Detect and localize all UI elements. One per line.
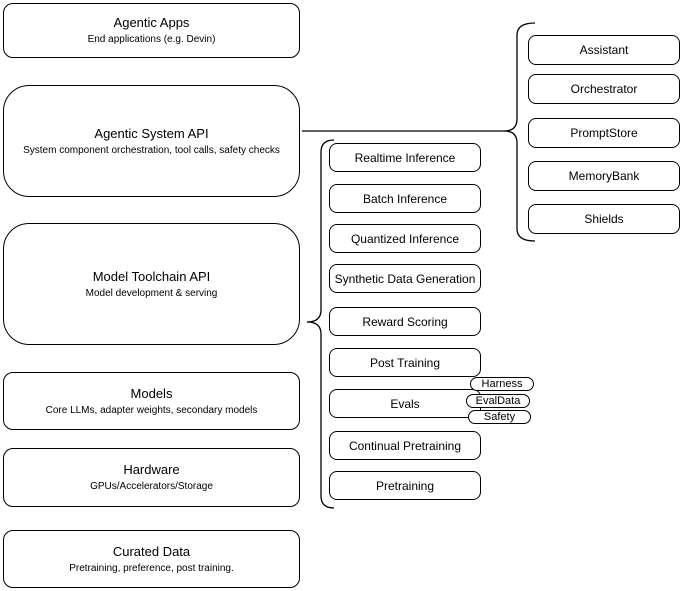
node-reward-scoring: Reward Scoring xyxy=(329,307,481,336)
node-shields: Shields xyxy=(528,204,680,234)
node-subtitle: System component orchestration, tool cal… xyxy=(23,144,280,156)
node-quantized-inference: Quantized Inference xyxy=(329,224,481,253)
node-subtitle: End applications (e.g. Devin) xyxy=(87,34,216,45)
node-model-toolchain-api: Model Toolchain API Model development & … xyxy=(3,223,300,345)
node-hardware: Hardware GPUs/Accelerators/Storage xyxy=(3,448,300,507)
node-agentic-system-api: Agentic System API System component orch… xyxy=(3,85,300,197)
node-subtitle: GPUs/Accelerators/Storage xyxy=(90,481,213,492)
node-subtitle: Model development & serving xyxy=(85,287,218,299)
node-realtime-inference: Realtime Inference xyxy=(329,143,481,172)
node-assistant: Assistant xyxy=(528,35,680,65)
node-models: Models Core LLMs, adapter weights, secon… xyxy=(3,372,300,430)
node-subtitle: Pretraining, preference, post training. xyxy=(69,562,234,574)
node-memorybank: MemoryBank xyxy=(528,161,680,191)
node-curated-data: Curated Data Pretraining, preference, po… xyxy=(3,530,300,588)
node-orchestrator: Orchestrator xyxy=(528,74,680,104)
node-agentic-apps: Agentic Apps End applications (e.g. Devi… xyxy=(3,3,300,58)
node-subtitle: Core LLMs, adapter weights, secondary mo… xyxy=(45,404,258,416)
pill-safety: Safety xyxy=(468,410,531,424)
node-continual-pretraining: Continual Pretraining xyxy=(329,431,481,460)
node-pretraining: Pretraining xyxy=(329,471,481,500)
node-title: Hardware xyxy=(123,462,180,477)
node-title: Agentic System API xyxy=(94,125,209,141)
node-title: Curated Data xyxy=(112,543,191,559)
node-title: Model Toolchain API xyxy=(92,268,211,284)
node-title: Models xyxy=(130,385,173,401)
node-synthetic-data-generation: Synthetic Data Generation xyxy=(329,264,481,293)
node-batch-inference: Batch Inference xyxy=(329,184,481,213)
node-title: Agentic Apps xyxy=(113,15,190,30)
node-evals: Evals xyxy=(329,389,481,418)
node-promptstore: PromptStore xyxy=(528,118,680,148)
node-post-training: Post Training xyxy=(329,348,481,377)
pill-harness: Harness xyxy=(470,377,534,391)
pill-evaldata: EvalData xyxy=(466,394,530,408)
